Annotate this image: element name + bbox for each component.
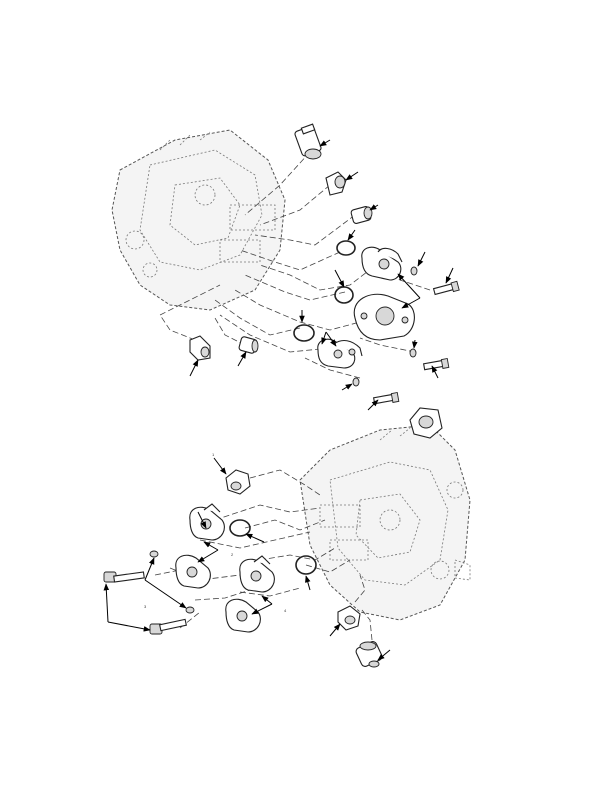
top-bolt-2: [422, 358, 450, 371]
top-fitting-upper: [294, 123, 322, 160]
top-washer-2: [409, 348, 417, 358]
bottom-bolt-2: [149, 618, 187, 635]
top-callouts: [189, 139, 454, 411]
bottom-washer-2: [185, 606, 195, 614]
bottom-split-flange-upper-b: [175, 554, 211, 589]
bottom-split-flange-lower-a: [239, 555, 275, 593]
bottom-bolt-1: [103, 571, 145, 583]
top-bolt-1: [432, 280, 460, 296]
top-assembly: [111, 123, 460, 411]
bottom-oring-2: [295, 555, 317, 575]
top-split-flange-middle: [317, 338, 363, 369]
bottom-callouts: [103, 457, 391, 661]
top-flange-plate: [353, 293, 415, 341]
bottom-washer-1: [149, 550, 159, 558]
mark-3: 3: [144, 604, 147, 609]
top-oring-1: [336, 240, 356, 256]
top-washer-1: [410, 266, 418, 276]
mark-2: 2: [231, 552, 234, 557]
bottom-elbow-fitting-lower: [337, 605, 361, 631]
bottom-adapter-fitting-lower: [355, 641, 383, 668]
top-elbow-fitting: [325, 171, 347, 196]
top-bolt-3: [372, 392, 400, 405]
top-leader-lines: [159, 151, 431, 379]
mark-1: 1: [212, 452, 215, 457]
mark-4: 4: [284, 608, 287, 613]
bottom-elbow-fitting-upper: [225, 469, 251, 495]
bottom-split-flange-lower-b: [225, 598, 261, 633]
bottom-split-flange-upper-a: [189, 503, 225, 541]
top-adapter-fitting: [350, 206, 373, 224]
bottom-pump-housing: [299, 424, 471, 621]
bottom-oring-1: [229, 519, 251, 537]
top-oring-2: [334, 286, 354, 304]
top-oring-3: [293, 324, 315, 342]
top-elbow-lower-left: [189, 335, 211, 361]
top-split-flange-upper: [361, 246, 403, 281]
top-washer-3: [352, 377, 360, 387]
top-straight-fitting-lower: [238, 336, 259, 354]
bottom-housing-top-fitting: [409, 407, 443, 439]
bottom-assembly: 1 2 3 4: [103, 407, 471, 668]
top-pump-housing: [111, 129, 286, 311]
